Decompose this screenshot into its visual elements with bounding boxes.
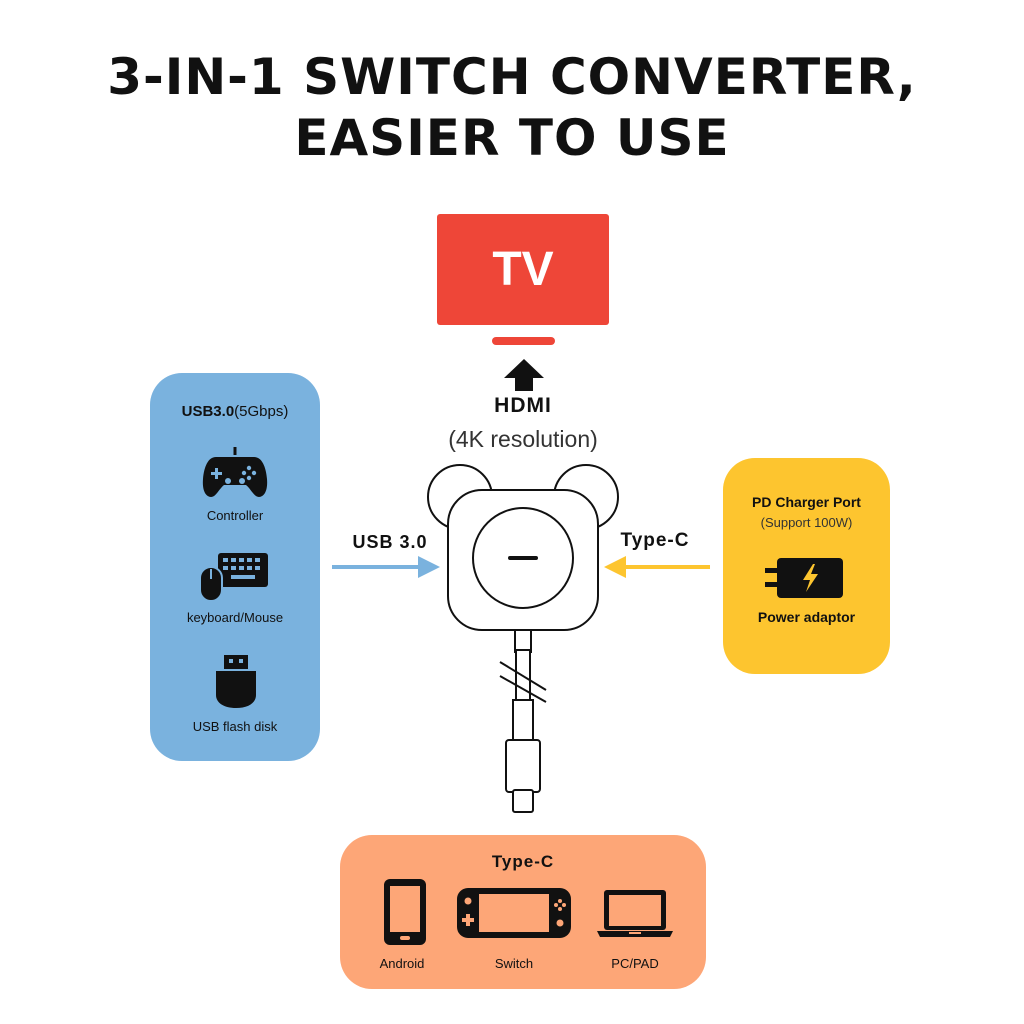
- title-line-2: EASIER TO USE: [294, 109, 730, 167]
- usb-heading-rest: (5Gbps): [234, 403, 289, 420]
- usb-arrow-label: USB 3.0: [352, 532, 428, 552]
- usb-item-label-controller: Controller: [206, 508, 264, 523]
- phone-icon: [384, 879, 426, 945]
- tv-screen: TV: [437, 214, 609, 325]
- usb-item-label-flash-disk: USB flash disk: [192, 719, 278, 734]
- pd-charger-panel: PD Charger Port (Support 100W) Power ada…: [723, 458, 890, 674]
- usb-item-label-keyboard-mouse: keyboard/Mouse: [186, 610, 284, 625]
- typec-item-label-pc-pad: PC/PAD: [611, 956, 659, 971]
- power-adaptor-icon: [765, 558, 843, 598]
- laptop-icon: [597, 890, 673, 937]
- hdmi-sublabel: (4K resolution): [448, 426, 598, 452]
- usb-heading-bold: USB3.0: [181, 403, 235, 420]
- title-line-1: 3-IN-1 SWITCH CONVERTER,: [107, 48, 917, 106]
- usb3-panel: USB3.0(5Gbps) Controller keyboard/Mouse …: [150, 373, 320, 761]
- typec-panel-heading: Type-C: [491, 852, 555, 871]
- tv-label: TV: [492, 243, 554, 296]
- usb-flash-disk-icon: [216, 655, 256, 708]
- pd-panel-heading: PD Charger Port: [752, 494, 861, 510]
- typec-arrow-label: Type-C: [620, 530, 690, 551]
- usb-panel-heading: USB3.0(5Gbps): [150, 403, 320, 420]
- right-arrow-icon: [332, 556, 440, 578]
- typec-devices-panel: Type-C Android Switch PC/PAD: [340, 835, 706, 989]
- keyboard-mouse-icon: [200, 553, 268, 602]
- hdmi-label: HDMI: [494, 394, 552, 417]
- hub-device-icon: [427, 464, 619, 813]
- typec-item-label-android: Android: [379, 956, 425, 971]
- left-arrow-icon: [604, 556, 710, 578]
- pd-item-label: Power adaptor: [757, 609, 856, 625]
- up-arrow-icon: [504, 359, 544, 391]
- pd-panel-subheading: (Support 100W): [760, 515, 853, 530]
- typec-item-label-switch: Switch: [494, 956, 534, 971]
- tv-stand: [492, 337, 555, 345]
- switch-console-icon: [457, 888, 571, 938]
- gamepad-icon: [202, 447, 268, 497]
